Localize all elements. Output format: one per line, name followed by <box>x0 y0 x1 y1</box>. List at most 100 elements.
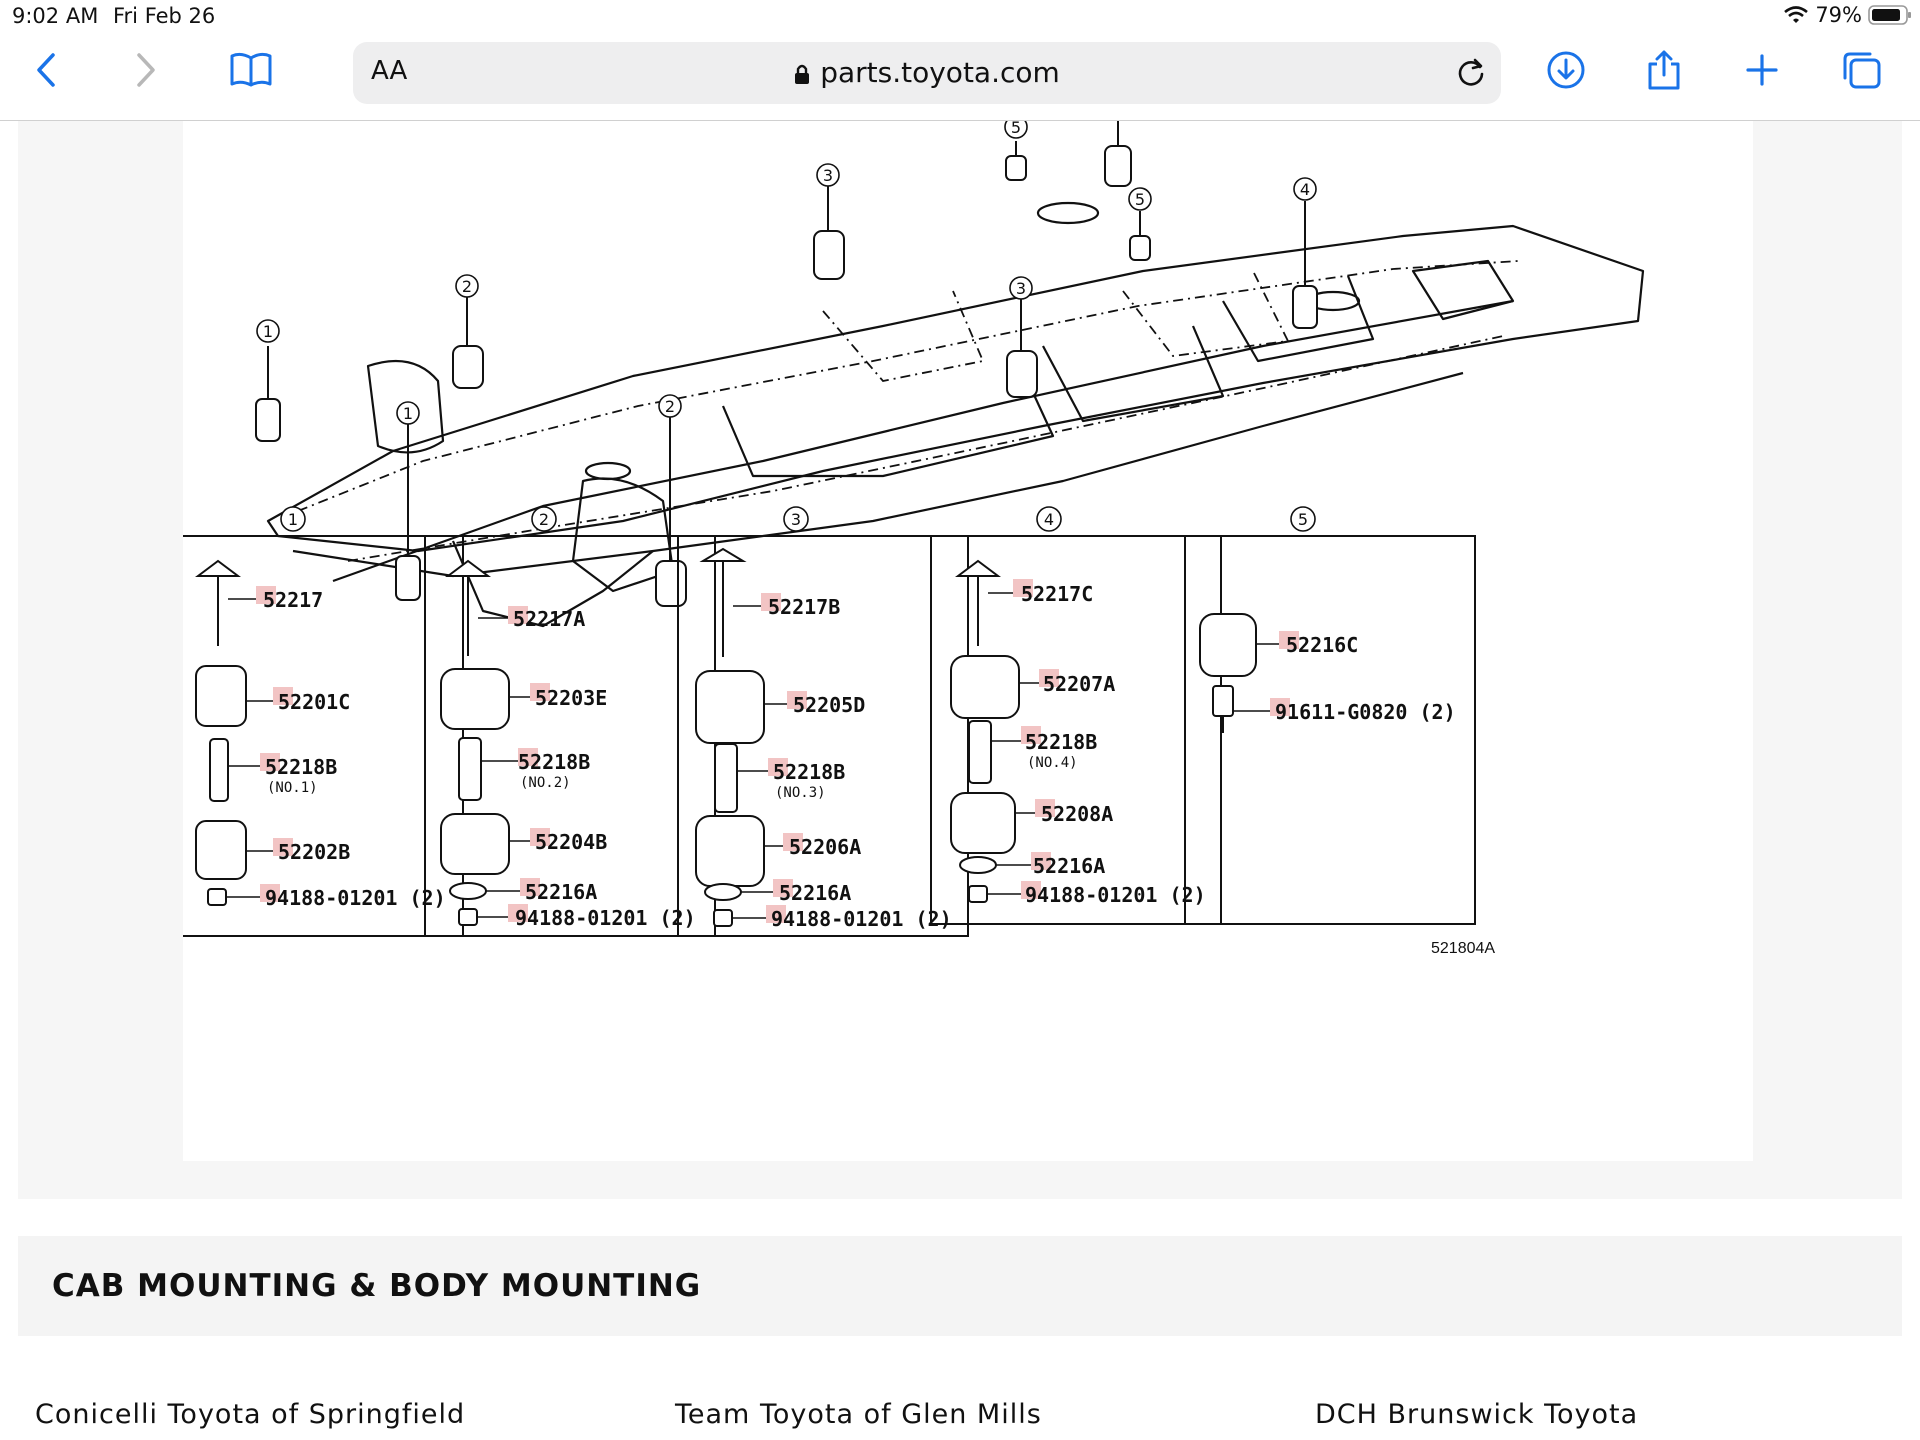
part-52202B[interactable]: 52202B <box>278 840 350 864</box>
part-52218B-no1[interactable]: 52218B <box>265 755 337 779</box>
text-size-label: AA <box>371 56 408 86</box>
part-52203E[interactable]: 52203E <box>535 686 607 710</box>
part-52217C[interactable]: 52217C <box>1021 582 1093 606</box>
frame-dashed-outline <box>297 260 1519 562</box>
callout-1b-label: 1 <box>403 404 413 423</box>
mount-bushing-5b <box>1104 119 1132 187</box>
callout-5b: 5 <box>1128 187 1152 211</box>
part-52205D[interactable]: 52205D <box>793 693 865 717</box>
part-52208A[interactable]: 52208A <box>1041 802 1113 826</box>
battery-icon <box>1868 5 1911 25</box>
bookmarks-button[interactable] <box>226 48 276 92</box>
mount-bushing-4 <box>1292 201 1318 329</box>
part-52217A[interactable]: 52217A <box>513 607 585 631</box>
callout-5a-label: 5 <box>1011 121 1021 137</box>
plus-icon <box>1746 54 1778 86</box>
part-94188-01201-g4[interactable]: 94188-01201 (2) <box>1025 883 1206 907</box>
frame-drawing <box>266 201 1645 628</box>
back-button[interactable] <box>28 48 64 92</box>
mount-bushing-1b <box>395 421 421 601</box>
tabs-overview-button[interactable] <box>1840 48 1884 92</box>
part-52204B[interactable]: 52204B <box>535 830 607 854</box>
mount-bushing-5a <box>1005 141 1027 181</box>
group-2-number: 2 <box>539 510 549 529</box>
lock-icon <box>795 64 810 84</box>
group-3-number: 3 <box>791 510 801 529</box>
group-1-number: 1 <box>288 510 298 529</box>
part-52216A-g2[interactable]: 52216A <box>525 880 597 904</box>
group-2: 2 <box>424 506 716 937</box>
part-52206A[interactable]: 52206A <box>789 835 861 859</box>
part-52218B-no1-note: (NO.1) <box>267 780 318 796</box>
callout-3b: 3 <box>1009 276 1033 300</box>
callout-1a: 1 <box>256 319 280 343</box>
tabs-icon <box>1843 52 1881 89</box>
address-bar[interactable]: AA parts.toyota.com <box>353 42 1501 104</box>
status-right: 79% <box>1783 3 1912 27</box>
part-52218B-no4-note: (NO.4) <box>1027 755 1078 771</box>
part-52217B[interactable]: 52217B <box>768 595 840 619</box>
part-91611-G0820[interactable]: 91611-G0820 (2) <box>1275 700 1456 724</box>
new-tab-button[interactable] <box>1742 48 1782 92</box>
callout-5a: 5 <box>1004 115 1028 139</box>
callout-1a-label: 1 <box>263 322 273 341</box>
callout-2b-label: 2 <box>665 397 675 416</box>
dealer-link-team-toyota[interactable]: Team Toyota of Glen Mills <box>675 1399 1042 1430</box>
part-52218B-no4[interactable]: 52218B <box>1025 730 1097 754</box>
status-date: Fri Feb 26 <box>113 4 216 28</box>
part-52201C[interactable]: 52201C <box>278 690 350 714</box>
status-time: 9:02 AM <box>12 4 99 28</box>
reload-button[interactable] <box>1455 56 1487 92</box>
group-3: 3 <box>677 506 969 937</box>
mount-bushing-3a <box>813 186 845 280</box>
url-text: parts.toyota.com <box>820 56 1060 89</box>
text-size-button[interactable]: AA <box>371 56 407 86</box>
callout-5b-label: 5 <box>1135 190 1145 209</box>
part-52207A[interactable]: 52207A <box>1043 672 1115 696</box>
part-94188-01201-g2[interactable]: 94188-01201 (2) <box>515 906 696 930</box>
part-52218B-no3-note: (NO.3) <box>775 785 826 801</box>
part-52217[interactable]: 52217 <box>263 588 323 612</box>
reload-icon <box>1458 58 1484 86</box>
diagram-panel: 1 1 2 2 3 3 5 5 4 1 <box>18 115 1902 1199</box>
dealer-link-dch-brunswick[interactable]: DCH Brunswick Toyota <box>1315 1399 1639 1430</box>
share-button[interactable] <box>1644 48 1684 92</box>
parts-diagram-svg: 1 1 2 2 3 3 5 5 4 1 <box>172 115 1645 957</box>
mount-bushing-5c <box>1129 211 1151 261</box>
forward-button[interactable] <box>128 48 164 92</box>
parts-diagram[interactable]: 1 1 2 2 3 3 5 5 4 1 <box>172 115 1753 1161</box>
group-5: 5 52216C 91611-G0820 (2) <box>1184 506 1476 925</box>
part-52218B-no2-note: (NO.2) <box>520 775 571 791</box>
group-4: 4 <box>930 506 1222 925</box>
part-94188-01201-g1[interactable]: 94188-01201 (2) <box>265 886 446 910</box>
section-header: CAB MOUNTING & BODY MOUNTING <box>18 1236 1902 1336</box>
callout-2a-label: 2 <box>462 277 472 296</box>
callout-2a: 2 <box>455 274 479 298</box>
mount-bushing-2a <box>452 296 484 389</box>
part-52218B-no3[interactable]: 52218B <box>773 760 845 784</box>
page-content: 1 1 2 2 3 3 5 5 4 1 <box>0 115 1920 1440</box>
part-52216A-g4[interactable]: 52216A <box>1033 854 1105 878</box>
chevron-right-icon <box>137 53 155 87</box>
mount-bushing-1a <box>255 346 281 442</box>
battery-percent: 79% <box>1815 3 1862 27</box>
callout-2b: 2 <box>658 394 682 418</box>
callout-1b: 1 <box>396 401 420 425</box>
part-94188-01201-g3[interactable]: 94188-01201 (2) <box>771 907 952 931</box>
part-52218B-no2[interactable]: 52218B <box>518 750 590 774</box>
callout-4: 4 <box>1293 177 1317 201</box>
url-display[interactable]: parts.toyota.com <box>353 56 1501 89</box>
callout-3b-label: 3 <box>1016 279 1026 298</box>
dealer-link-conicelli[interactable]: Conicelli Toyota of Springfield <box>35 1399 466 1430</box>
group-4-number: 4 <box>1044 510 1054 529</box>
part-52216A-g3[interactable]: 52216A <box>779 881 851 905</box>
mount-bushings <box>255 119 1318 607</box>
figure-code: 521804A <box>1431 940 1495 957</box>
status-bar: 9:02 AM Fri Feb 26 79% <box>0 0 1920 34</box>
wifi-icon <box>1784 6 1809 23</box>
share-icon <box>1648 50 1680 90</box>
part-52216C[interactable]: 52216C <box>1286 633 1358 657</box>
downloads-button[interactable] <box>1544 48 1588 92</box>
chevron-left-icon <box>37 53 55 87</box>
book-icon <box>230 52 272 87</box>
